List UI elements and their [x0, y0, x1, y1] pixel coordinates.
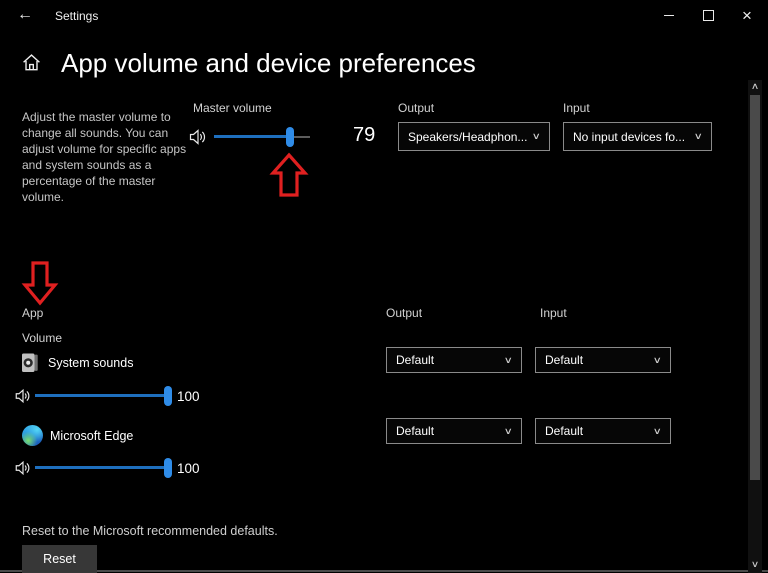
app-section-label: App [22, 306, 44, 320]
app-volume-slider[interactable] [35, 458, 172, 478]
app-output-dropdown[interactable]: Default ∨ [386, 418, 522, 444]
annotation-down-arrow-icon [21, 260, 59, 311]
output-label: Output [398, 101, 435, 115]
input-device-dropdown[interactable]: No input devices fo... ∨ [563, 122, 712, 151]
app-row-name: Microsoft Edge [50, 429, 134, 443]
volume-speaker-icon [188, 127, 208, 152]
page-title: App volume and device preferences [61, 48, 476, 78]
app-output-dropdown[interactable]: Default ∨ [386, 347, 522, 373]
output-device-dropdown[interactable]: Speakers/Headphon... ∨ [398, 122, 550, 151]
window-bottom-edge [0, 570, 768, 572]
annotation-up-arrow-icon [269, 152, 309, 203]
window-title: Settings [55, 9, 99, 23]
slider-fill [214, 135, 290, 138]
app-input-value: Default [545, 353, 584, 367]
master-volume-value: 79 [353, 124, 376, 146]
microsoft-edge-icon [22, 425, 43, 446]
app-row-name: System sounds [48, 356, 134, 370]
home-icon[interactable] [22, 53, 41, 77]
app-output-value: Default [396, 424, 435, 438]
input-device-value: No input devices fo... [573, 129, 686, 144]
system-sounds-icon [21, 352, 39, 379]
app-input-dropdown[interactable]: Default ∨ [535, 347, 671, 373]
app-output-value: Default [396, 353, 435, 367]
chevron-down-icon: ∨ [653, 354, 663, 365]
app-volume-value: 100 [177, 389, 200, 404]
master-volume-description: Adjust the master volume to change all s… [22, 110, 187, 204]
scrollbar-thumb[interactable] [750, 95, 760, 480]
back-arrow-icon: ← [17, 6, 33, 23]
input-label: Input [563, 101, 590, 115]
chevron-down-icon: ∨ [694, 131, 704, 141]
slider-thumb[interactable] [285, 127, 294, 147]
close-icon: × [742, 5, 752, 25]
master-volume-label: Master volume [193, 101, 272, 115]
maximize-icon [702, 9, 714, 21]
chevron-down-icon: ∨ [504, 425, 514, 436]
slider-thumb[interactable] [164, 386, 172, 406]
minimize-icon [664, 14, 674, 16]
app-volume-value: 100 [177, 461, 200, 476]
scrollbar-up-icon[interactable]: ∧ [750, 81, 760, 91]
chevron-down-icon: ∨ [504, 354, 514, 365]
close-button[interactable]: × [732, 4, 762, 26]
volume-speaker-icon [14, 459, 32, 482]
maximize-button[interactable] [693, 4, 723, 26]
slider-thumb[interactable] [164, 458, 172, 478]
output-device-value: Speakers/Headphon... [408, 129, 528, 144]
back-button[interactable]: ← [10, 4, 40, 26]
chevron-down-icon: ∨ [653, 425, 663, 436]
output-column-header: Output [386, 306, 423, 320]
app-input-value: Default [545, 424, 584, 438]
reset-button[interactable]: Reset [22, 545, 97, 573]
input-column-header: Input [540, 306, 567, 320]
app-volume-slider[interactable] [35, 386, 172, 406]
app-input-dropdown[interactable]: Default ∨ [535, 418, 671, 444]
chevron-down-icon: ∨ [532, 131, 542, 141]
minimize-button[interactable] [654, 4, 684, 26]
volume-speaker-icon [14, 387, 32, 410]
master-volume-slider[interactable] [214, 127, 310, 147]
slider-fill [35, 394, 168, 397]
scrollbar-down-icon[interactable]: ∨ [750, 559, 760, 569]
reset-description: Reset to the Microsoft recommended defau… [22, 524, 278, 538]
slider-fill [35, 466, 168, 469]
volume-column-header: Volume [22, 331, 63, 345]
